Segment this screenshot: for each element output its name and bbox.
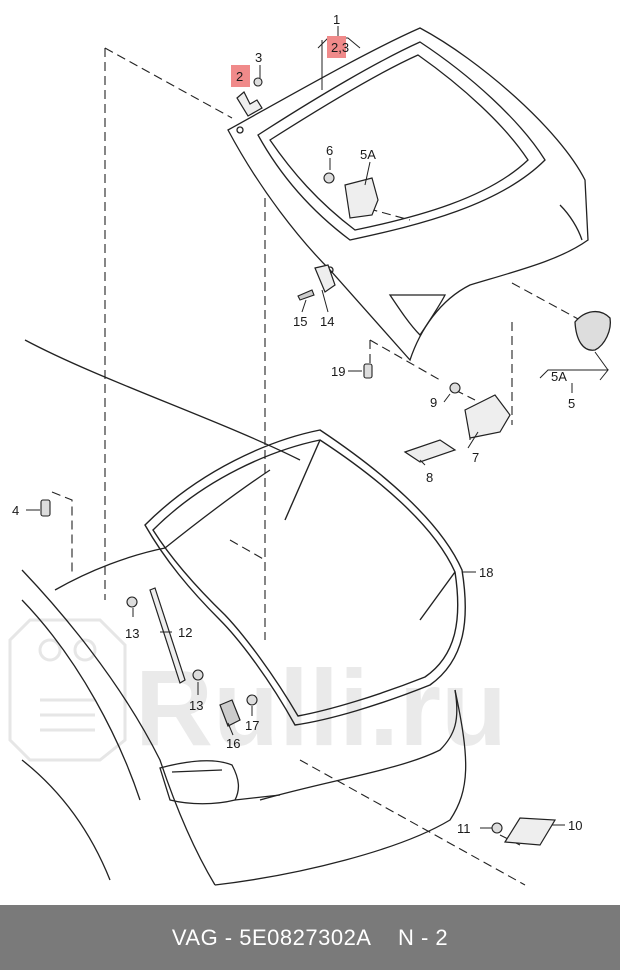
ball-stud-13a (126, 596, 138, 608)
watermark-text: Rulli.ru (135, 647, 507, 768)
trim-14 (314, 264, 336, 293)
callout-13a: 13 (125, 626, 139, 641)
callout-1: 1 (333, 12, 340, 27)
car-body (21, 339, 467, 886)
bracket-16 (219, 699, 241, 727)
screw-4 (40, 499, 51, 517)
highlight-box-2 (231, 65, 250, 87)
callout-9: 9 (430, 395, 437, 410)
ball-stud-13b (192, 669, 204, 681)
callout-5A: 5A (551, 369, 567, 384)
nut-11 (491, 822, 503, 834)
watermark: Rulli.ru (8, 618, 507, 768)
footer-brand: VAG (171, 924, 219, 950)
callout-2-3: 2,3 (331, 40, 349, 55)
striker-8 (403, 439, 457, 463)
footer-page: N - 2 (397, 924, 449, 950)
bracket-10 (503, 817, 557, 846)
bumper-17 (246, 694, 258, 706)
callout-5: 5 (568, 396, 575, 411)
nut-6 (323, 172, 335, 184)
callouts: 1 2,3 2 3 6 5A 15 14 19 9 5A 5 7 8 4 18 … (12, 12, 582, 836)
callout-8: 8 (426, 470, 433, 485)
highlight-box-2-3 (327, 36, 346, 58)
callout-14: 14 (320, 314, 334, 329)
callout-16: 16 (226, 736, 240, 751)
screw-15 (297, 289, 315, 301)
callout-15: 15 (293, 314, 307, 329)
callout-17: 17 (245, 718, 259, 733)
lock-7 (464, 394, 511, 439)
footer-part-number: 5E0827302A (239, 924, 372, 950)
bracket-5A (344, 177, 379, 219)
watermark-logo-icon (8, 618, 127, 762)
callout-2: 2 (236, 69, 243, 84)
parts-diagram: Rulli.ru (8, 12, 611, 886)
callout-6: 6 (326, 143, 333, 158)
nut-9 (449, 382, 461, 394)
footer-separator: - (218, 924, 240, 950)
screw-3 (253, 77, 263, 87)
callout-12: 12 (178, 625, 192, 640)
strut-12 (149, 587, 186, 684)
buffer-19 (363, 363, 373, 379)
callout-10: 10 (568, 818, 582, 833)
handle-5 (574, 311, 611, 351)
callout-18: 18 (479, 565, 493, 580)
bracket-2 (236, 91, 263, 117)
callout-4: 4 (12, 503, 19, 518)
callout-13b: 13 (189, 698, 203, 713)
tailgate (227, 27, 589, 362)
callout-7: 7 (472, 450, 479, 465)
callout-3: 3 (255, 50, 262, 65)
seal (144, 429, 466, 726)
callout-19: 19 (331, 364, 345, 379)
callout-5A-top: 5A (360, 147, 376, 162)
footer-gap (371, 925, 397, 951)
callout-11: 11 (457, 821, 471, 836)
footer-bar: VAG - 5E0827302A N - 2 (0, 905, 620, 970)
